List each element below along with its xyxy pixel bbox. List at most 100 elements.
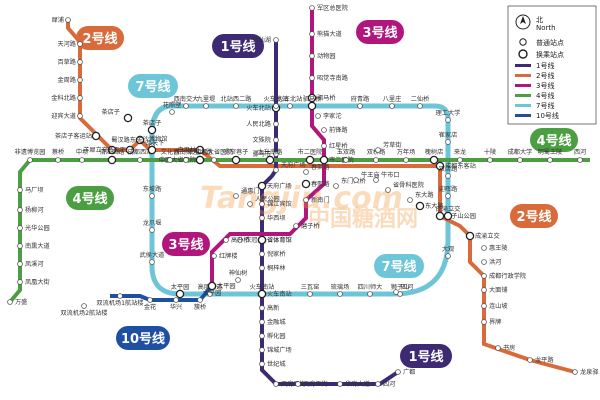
svg-text:4号线: 4号线 <box>536 91 554 100</box>
station-marker <box>373 177 379 183</box>
station-label: 桐梓林 <box>267 264 286 272</box>
station-天府五街: 天府五街 <box>295 380 328 388</box>
station-marker <box>7 299 13 305</box>
station-label: 杨柳河 <box>25 206 44 214</box>
station-动物园: 动物园 <box>309 52 336 60</box>
station-label: 金科北路 <box>51 94 77 102</box>
station-marker <box>237 237 243 243</box>
station-华兴: 华兴 <box>170 297 182 311</box>
transfer-station-marker <box>429 155 439 165</box>
station-label: 迎宾大道 <box>51 112 76 120</box>
station-marker <box>375 147 381 153</box>
station-label: 草堂北路 <box>188 148 214 156</box>
station-marker <box>445 193 451 199</box>
station-文殊院: 文殊院 <box>252 136 279 144</box>
station-白果林: 白果林 <box>177 145 205 155</box>
station-marker <box>27 157 33 163</box>
station-marker <box>309 5 315 11</box>
station-marker <box>211 253 217 259</box>
station-四川师大: 四川师大 <box>358 283 382 297</box>
transfer-station-marker <box>175 289 185 299</box>
station-label: 衣冠庙 <box>245 236 264 244</box>
svg-text:10号线: 10号线 <box>536 111 559 120</box>
station-label: 犀浦 <box>52 16 64 24</box>
station-marker <box>259 201 265 207</box>
station-label: 书房 <box>503 344 515 352</box>
station-marker <box>17 187 23 193</box>
station-label: 太平园 <box>203 289 222 297</box>
svg-text:普通站点: 普通站点 <box>536 38 564 47</box>
station-label: 白果林 <box>177 146 196 154</box>
station-西南财大: 西南财大 <box>174 148 198 163</box>
station-marker <box>407 197 413 203</box>
station-春熙路: 春熙路 <box>301 179 330 189</box>
station-label: 太升南路 <box>258 148 284 156</box>
station-label: 狮子山 <box>391 283 410 291</box>
station-label: 春熙路 <box>311 180 330 188</box>
station-label: 东坡路 <box>143 185 162 193</box>
station-光华公园: 光华公园 <box>17 224 50 232</box>
station-label: 牛王庙 <box>361 171 380 179</box>
station-龙泉驿: 龙泉驿 <box>572 368 599 376</box>
station-marker <box>65 17 71 23</box>
station-万年场: 万年场 <box>397 148 415 163</box>
transfer-station-marker <box>465 231 475 241</box>
station-label: 来龙 <box>454 148 466 156</box>
station-锦江宾馆: 锦江宾馆 <box>259 200 292 208</box>
station-marker <box>357 103 363 109</box>
station-marker <box>445 253 451 259</box>
station-marker <box>547 157 553 163</box>
transfer-station-marker <box>123 113 133 123</box>
normal-station-icon <box>519 38 527 46</box>
station-marker <box>147 297 153 303</box>
station-label: 玉双路 <box>337 148 356 156</box>
station-marker <box>353 177 359 183</box>
line1-badge-top: 1号线 <box>212 34 264 58</box>
station-label: 洪河 <box>489 258 501 266</box>
station-label: 文化宫 <box>161 148 180 156</box>
station-锦城广场: 锦城广场 <box>259 346 292 354</box>
station-marker <box>295 381 301 387</box>
station-火车南站: 火车南站 <box>250 283 274 299</box>
station-百草路: 百草路 <box>57 58 83 66</box>
station-marker <box>183 103 189 109</box>
station-三瓦窑: 三瓦窑 <box>301 283 319 297</box>
station-label: 茶店子 <box>143 119 162 127</box>
svg-text:北: 北 <box>536 16 543 24</box>
station-label: 中医大省医院 <box>159 156 196 164</box>
station-火车北站: 火车北站 <box>264 95 288 109</box>
watermark-cn: 中国糖酒网 <box>308 206 418 232</box>
station-label: 四河 <box>383 380 395 388</box>
station-label: 华兴 <box>170 303 182 311</box>
station-高新: 高新 <box>259 304 279 312</box>
station-label: 天府三街 <box>281 380 306 388</box>
station-茶店子客运站: 茶店子客运站 <box>55 131 101 141</box>
transfer-station-marker <box>207 281 217 291</box>
station-迎晖路: 迎晖路 <box>439 185 458 199</box>
station-label: 龙平路 <box>535 356 554 364</box>
station-西河: 西河 <box>574 148 586 163</box>
station-label: 高新 <box>267 304 279 312</box>
station-人民北路: 人民北路 <box>246 120 279 128</box>
station-label: 华府大道 <box>345 380 370 388</box>
station-衣冠庙: 衣冠庙 <box>237 236 264 244</box>
station-marker <box>233 103 239 109</box>
station-东门大桥: 东门大桥 <box>333 177 366 189</box>
station-label: 红牌楼 <box>219 252 238 260</box>
station-label: 府青路 <box>351 95 370 103</box>
station-天府广场: 天府广场 <box>273 161 306 173</box>
station-东大路: 东大路 <box>407 191 434 203</box>
station-label: 龙泉驿 <box>580 368 599 376</box>
station-label: 南熏大道 <box>25 242 50 250</box>
station-连山坡: 连山坡 <box>481 302 508 310</box>
station-天河路: 天河路 <box>57 40 83 48</box>
station-label: 火车北站 <box>278 95 303 103</box>
station-label: 惠王陵 <box>489 244 508 252</box>
station-槐树店: 槐树店 <box>425 148 443 165</box>
station-label: 牛市口 <box>381 171 400 179</box>
station-marker <box>259 251 265 257</box>
station-marker <box>337 291 343 297</box>
station-label: 塔子山公园 <box>445 212 476 220</box>
station-label: 广都 <box>403 368 415 376</box>
station-marker <box>273 167 279 173</box>
